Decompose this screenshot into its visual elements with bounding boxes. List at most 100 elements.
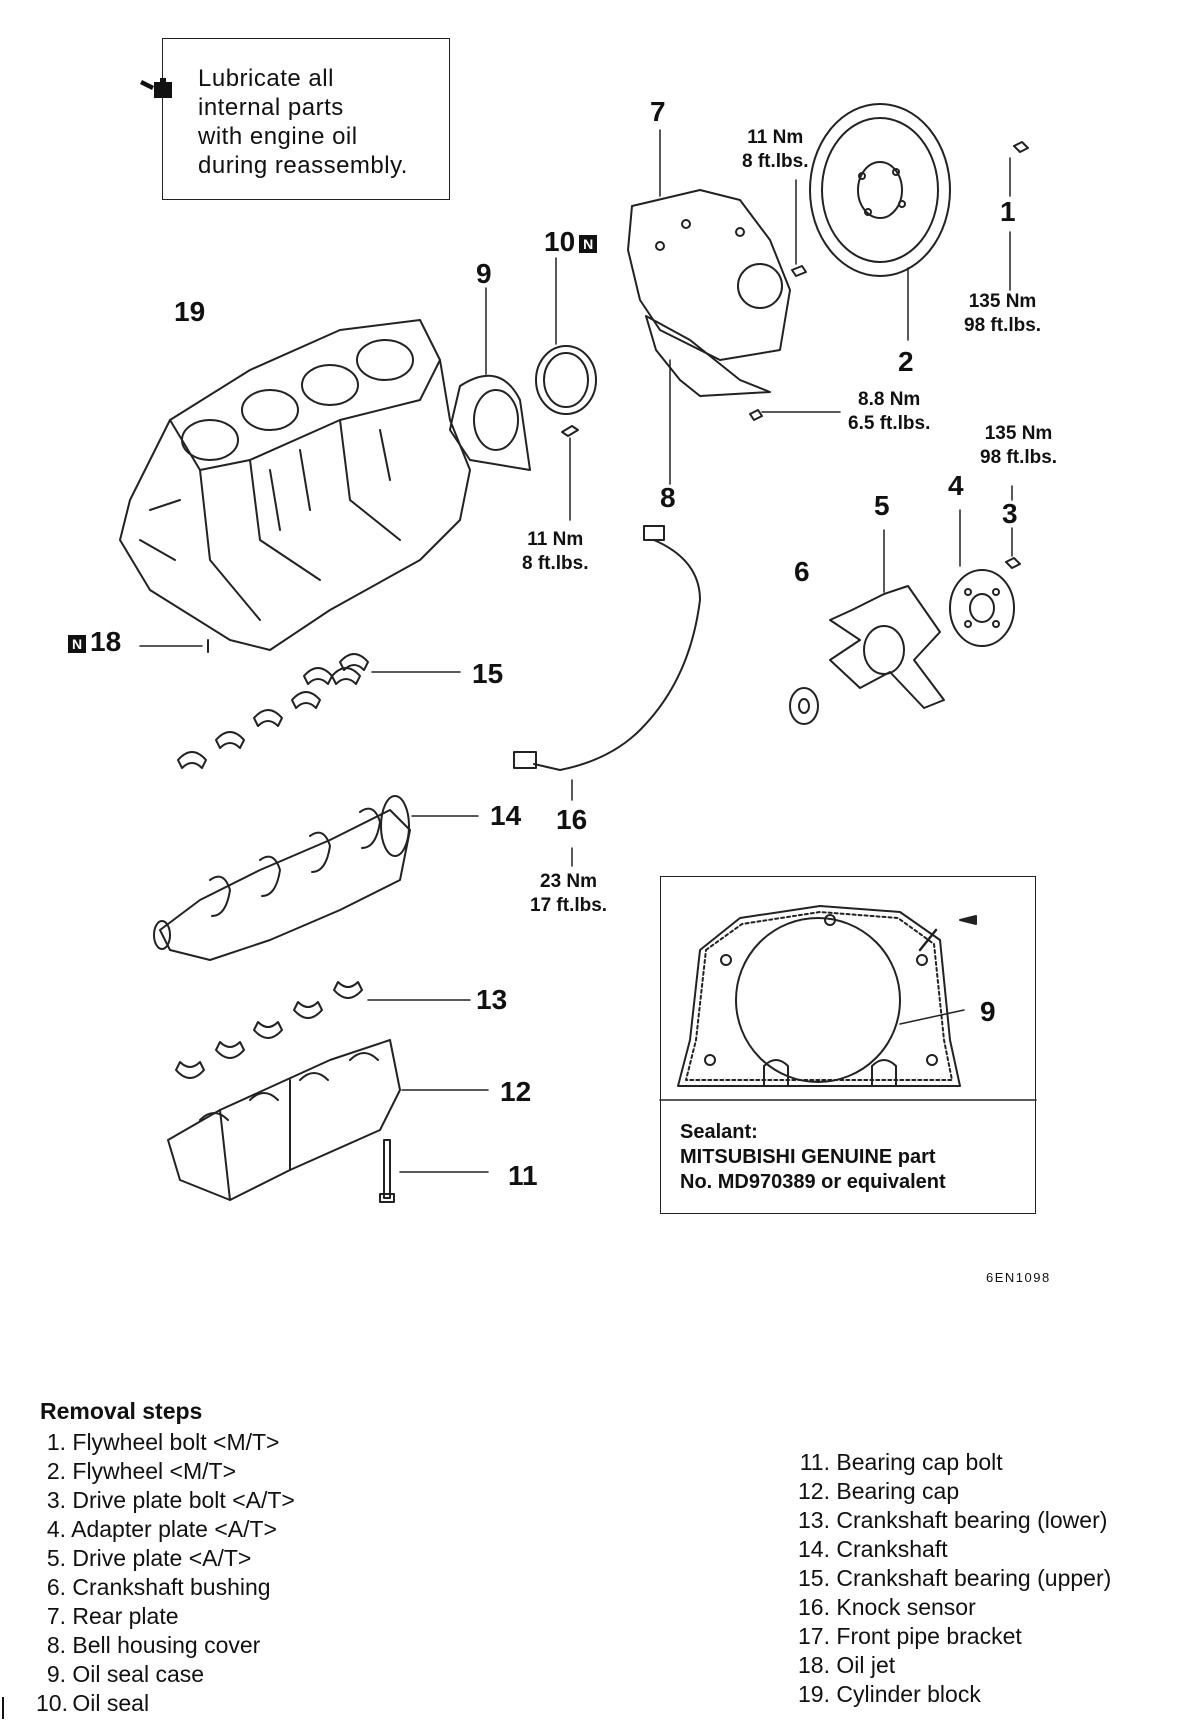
- callout-10-number: 10: [544, 226, 576, 257]
- drive-plate-drawing: [829, 529, 945, 709]
- removal-steps-right: 11. Bearing cap bolt 12. Bearing cap 13.…: [782, 1448, 1111, 1709]
- lower-bearings-drawing: [175, 981, 471, 1079]
- torque-nm: 135 Nm: [968, 291, 1037, 312]
- removal-steps-title: Removal steps: [40, 1398, 203, 1424]
- step-number: 3.: [46, 1487, 66, 1513]
- step-number: 12.: [798, 1478, 830, 1504]
- margin-change-bar: [2, 1697, 4, 1719]
- list-item: 13. Crankshaft bearing (lower): [782, 1506, 1111, 1535]
- callout-8: 8: [660, 482, 676, 513]
- list-item: 14. Crankshaft: [782, 1535, 1111, 1564]
- step-number: 1.: [46, 1429, 66, 1455]
- step-text: Rear plate: [72, 1603, 179, 1629]
- callout-6: 6: [794, 556, 810, 587]
- inset-seal-case-drawing: [659, 905, 1037, 1101]
- step-text: Crankshaft: [836, 1536, 948, 1562]
- list-item: 6. Crankshaft bushing: [36, 1573, 295, 1602]
- torque-ftlbs: 17 ft.lbs.: [530, 895, 608, 916]
- torque-ftlbs: 98 ft.lbs.: [964, 315, 1042, 336]
- oil-can-icon: [140, 78, 172, 98]
- note-line: internal parts: [198, 94, 344, 121]
- list-item: 8. Bell housing cover: [36, 1631, 295, 1660]
- torque-knock-sensor: 23 Nm 17 ft.lbs.: [530, 870, 607, 918]
- step-text: Crankshaft bearing (lower): [836, 1507, 1108, 1533]
- torque-rear-plate-bolt: 11 Nm 8 ft.lbs.: [742, 126, 809, 174]
- step-text: Bell housing cover: [72, 1632, 261, 1658]
- step-number: 16.: [798, 1594, 830, 1620]
- callout-3: 3: [1002, 498, 1018, 529]
- step-number: 18.: [798, 1652, 830, 1678]
- step-number: 6.: [46, 1574, 66, 1600]
- callout-16: 16: [556, 804, 588, 835]
- torque-bell-housing-bolt: 8.8 Nm 6.5 ft.lbs.: [848, 388, 930, 436]
- step-text: Crankshaft bearing (upper): [836, 1565, 1112, 1591]
- sealant-line: No. MD970389 or equivalent: [680, 1171, 946, 1193]
- flywheel-drawing: [809, 103, 951, 341]
- list-item: 11. Bearing cap bolt: [782, 1448, 1111, 1477]
- sealant-line: Sealant:: [680, 1121, 758, 1143]
- callout-1: 1: [1000, 196, 1016, 227]
- torque-nm: 8.8 Nm: [858, 389, 921, 410]
- list-item: 4. Adapter plate <A/T>: [36, 1515, 295, 1544]
- callout-15: 15: [472, 658, 504, 689]
- sealant-inset-box: [660, 876, 1036, 1214]
- list-item: 18. Oil jet: [782, 1651, 1111, 1680]
- knock-sensor-drawing: [513, 525, 701, 867]
- torque-ftlbs: 6.5 ft.lbs.: [848, 413, 931, 434]
- crankshaft-bushing-drawing: [789, 687, 819, 725]
- list-item: 1. Flywheel bolt <M/T>: [36, 1428, 295, 1457]
- step-number: 19.: [798, 1681, 830, 1707]
- sealant-text: Sealant: MITSUBISHI GENUINE part No. MD9…: [680, 1120, 1030, 1195]
- bell-housing-bolt-drawing: [749, 409, 841, 421]
- list-item: 12. Bearing cap: [782, 1477, 1111, 1506]
- list-item: 15. Crankshaft bearing (upper): [782, 1564, 1111, 1593]
- rear-plate-bolt-drawing: [791, 179, 807, 277]
- step-text: Adapter plate <A/T>: [71, 1516, 277, 1542]
- step-text: Drive plate <A/T>: [72, 1545, 252, 1571]
- step-text: Crankshaft bushing: [72, 1574, 271, 1600]
- step-text: Drive plate bolt <A/T>: [72, 1487, 295, 1513]
- torque-drive-plate-bolt: 135 Nm 98 ft.lbs.: [980, 422, 1057, 470]
- drive-plate-bolt-drawing: [1005, 485, 1021, 569]
- adapter-plate-drawing: [949, 509, 1015, 647]
- callout-9: 9: [476, 258, 492, 289]
- figure-code: 6EN1098: [986, 1270, 1051, 1285]
- torque-nm: 23 Nm: [540, 871, 598, 892]
- step-number: 7.: [46, 1603, 66, 1629]
- upper-bearings-drawing: [177, 653, 461, 769]
- list-item: 10. Oil seal: [36, 1689, 295, 1718]
- new-part-badge-icon: N: [68, 634, 86, 653]
- step-number: 10.: [36, 1690, 68, 1716]
- list-item: 2. Flywheel <M/T>: [36, 1457, 295, 1486]
- torque-ftlbs: 8 ft.lbs.: [522, 553, 589, 574]
- step-text: Bearing cap bolt: [836, 1449, 1003, 1475]
- rear-plate-drawing: [627, 129, 791, 361]
- oil-seal-case-drawing: [449, 287, 531, 471]
- step-number: 17.: [798, 1623, 830, 1649]
- note-line: during reassembly.: [198, 152, 408, 179]
- oil-seal-case-bolt-drawing: [561, 425, 579, 521]
- inset-callout-9: 9: [980, 996, 996, 1027]
- step-number: 15.: [798, 1565, 830, 1591]
- callout-12: 12: [500, 1076, 532, 1107]
- crankshaft-drawing: [153, 795, 479, 961]
- callout-18-number: 18: [90, 626, 122, 657]
- step-number: 8.: [46, 1632, 66, 1658]
- step-number: 5.: [46, 1545, 66, 1571]
- note-line: with engine oil: [198, 123, 358, 150]
- removal-steps-left: 1. Flywheel bolt <M/T> 2. Flywheel <M/T>…: [36, 1428, 295, 1718]
- step-number: 11.: [799, 1449, 830, 1475]
- step-number: 4.: [46, 1516, 66, 1542]
- step-text: Front pipe bracket: [836, 1623, 1022, 1649]
- step-number: 2.: [46, 1458, 66, 1484]
- step-text: Flywheel bolt <M/T>: [72, 1429, 280, 1455]
- step-number: 9.: [46, 1661, 66, 1687]
- lubrication-note-box: [162, 38, 450, 200]
- flywheel-bolt-drawing: [1009, 141, 1029, 291]
- callout-19: 19: [174, 296, 206, 327]
- callout-14: 14: [490, 800, 522, 831]
